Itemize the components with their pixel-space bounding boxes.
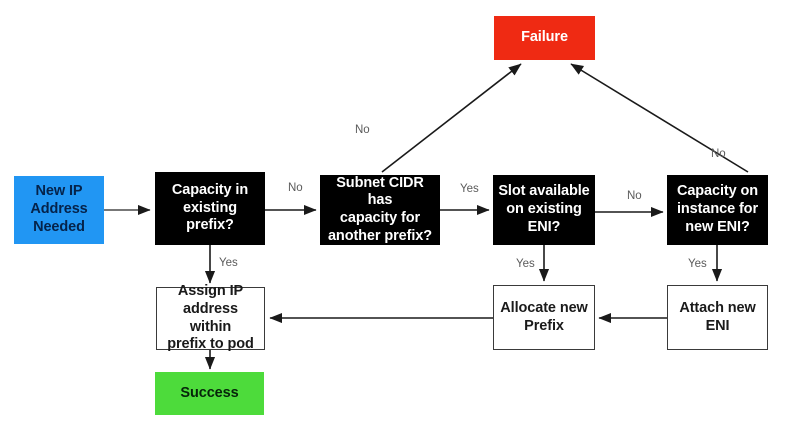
- edge-label-no-capacity-prefix: No: [288, 182, 303, 194]
- node-capacity-on-instance-for-new-eni[interactable]: Capacity on instance for new ENI?: [667, 175, 768, 245]
- node-assign-ip-address-within-prefix[interactable]: Assign IP address within prefix to pod: [156, 283, 265, 352]
- edge-subnet-cidr-to-failure: [381, 63, 522, 173]
- node-subnet-cidr-has-capacity[interactable]: Subnet CIDR has capacity for another pre…: [320, 175, 440, 245]
- edge-label-yes-slot-eni: Yes: [516, 258, 535, 270]
- node-attach-new-eni[interactable]: Attach new ENI: [667, 285, 768, 350]
- edge-label-yes-subnet-cidr: Yes: [460, 183, 479, 195]
- edge-label-no-slot-eni: No: [627, 190, 642, 202]
- edge-label-yes-capacity-instance: Yes: [688, 258, 707, 270]
- node-slot-available-on-existing-eni[interactable]: Slot available on existing ENI?: [493, 175, 595, 245]
- edge-label-no-capacity-instance: No: [711, 148, 726, 160]
- node-allocate-new-prefix[interactable]: Allocate new Prefix: [493, 285, 595, 350]
- edge-label-yes-capacity-prefix: Yes: [219, 257, 238, 269]
- node-new-ip-address-needed[interactable]: New IP Address Needed: [14, 176, 104, 244]
- node-success[interactable]: Success: [155, 372, 264, 415]
- node-capacity-in-existing-prefix[interactable]: Capacity in existing prefix?: [155, 172, 265, 245]
- node-failure[interactable]: Failure: [494, 16, 595, 60]
- edge-label-no-subnet-cidr: No: [355, 124, 370, 136]
